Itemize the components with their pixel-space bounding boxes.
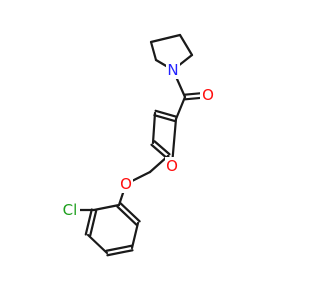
bond-21-a <box>119 202 141 223</box>
bond-8-b <box>153 114 177 123</box>
bond-10-b <box>153 140 171 156</box>
atom-o-ether: O <box>118 175 133 193</box>
bond-9 <box>151 111 157 145</box>
bond-18 <box>86 233 109 255</box>
atom-n1: N <box>166 61 180 79</box>
atom-label-layer: N O O O Cl <box>60 61 215 219</box>
bond-8-a <box>154 109 178 118</box>
bond-4 <box>149 40 158 62</box>
molecule-diagram: N O O O Cl <box>60 33 215 257</box>
atom-label-n1: N <box>167 61 178 79</box>
bond-16 <box>92 203 121 212</box>
atom-cl: Cl <box>60 201 80 219</box>
bond-1 <box>178 33 194 57</box>
bond-10-a <box>150 143 168 159</box>
bond-20 <box>130 221 140 250</box>
atom-label-o-ether: O <box>120 175 132 193</box>
atom-label-o-carbonyl: O <box>202 86 214 104</box>
atom-o-furan: O <box>165 157 180 175</box>
bond-19-a <box>106 249 134 257</box>
bond-0 <box>149 33 182 44</box>
bond-17-b <box>89 209 98 237</box>
bond-17-a <box>84 208 93 236</box>
bond-19-b <box>105 244 133 252</box>
atom-label-cl: Cl <box>63 201 78 219</box>
atom-o-carbonyl: O <box>200 86 215 104</box>
atom-label-o-furan: O <box>166 157 178 175</box>
bond-layer <box>68 33 209 257</box>
bond-7 <box>174 95 187 121</box>
bond-21-b <box>116 205 138 226</box>
